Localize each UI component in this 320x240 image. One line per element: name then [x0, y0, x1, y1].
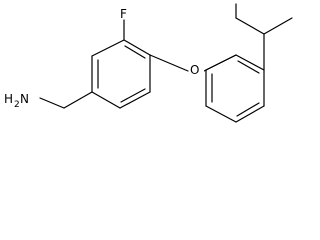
- amine-subscript: 2: [14, 100, 20, 110]
- amine-label: H 2 N: [4, 92, 29, 110]
- bond-r6-r1: [205, 54, 237, 71]
- bond-c3-c4: [119, 91, 151, 109]
- bond-r4-r5: [205, 105, 237, 123]
- bond-r3-r4: [235, 105, 265, 123]
- bond-ring-oxygen: [149, 54, 189, 72]
- bond-ch-methyl: [263, 17, 293, 35]
- left-benzene-ring: [91, 39, 151, 109]
- bond-c4-c5: [91, 91, 121, 109]
- fluorine-label: F: [120, 7, 127, 21]
- right-benzene-ring: [205, 54, 265, 123]
- amine-nitrogen: N: [20, 92, 29, 106]
- bond-r3-r4-inner: [236, 102, 260, 117]
- bond-ch-ch2: [235, 17, 265, 35]
- bond-c3-c4-inner: [120, 88, 146, 103]
- bond-c1-c2: [123, 39, 151, 56]
- bond-ch2-nitrogen: [39, 97, 65, 109]
- molecule-structure: F O H 2 N: [4, 3, 293, 123]
- amine-hydrogen: H: [4, 92, 13, 106]
- oxygen-label: O: [190, 63, 199, 77]
- bond-c6-c1: [91, 39, 125, 57]
- oxygen-label-bg: [189, 61, 204, 75]
- bond-ring-ch2: [63, 91, 93, 109]
- bond-r1-r2-inner: [237, 60, 260, 74]
- sec-butyl-group: [235, 3, 293, 71]
- bond-r1-r2: [235, 54, 265, 71]
- bond-c1-c2-inner: [124, 45, 146, 59]
